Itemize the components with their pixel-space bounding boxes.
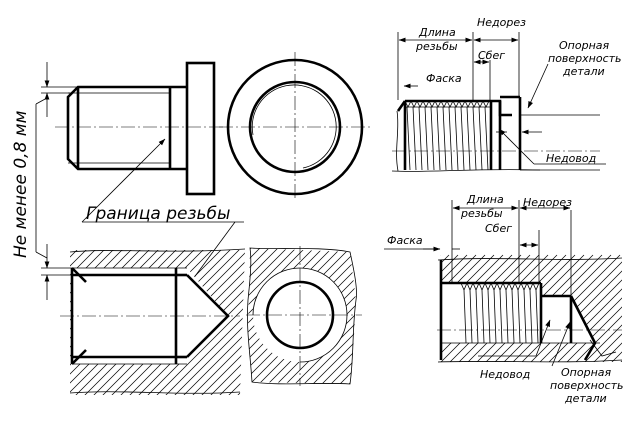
hatch-line (317, 248, 356, 384)
hatch-line (209, 250, 245, 395)
int-bearing-surface-label-line3: детали (564, 392, 607, 405)
hatch-line (572, 254, 622, 362)
hatch-line (248, 248, 310, 384)
hole-end-view (246, 246, 362, 386)
thread-boundary-label: Граница резьбы (86, 204, 230, 224)
hatch-line (440, 254, 468, 362)
hatch-line (70, 250, 71, 395)
external-thread-detail: Длина резьбы Недорез Сбег Фаска Опорная … (391, 16, 622, 172)
hatch-line (440, 254, 477, 362)
int-thread-length-label-line1: Длина (466, 193, 504, 206)
hatch-line (440, 254, 486, 362)
hatch-line (563, 254, 622, 362)
hatch-line (308, 248, 356, 384)
hatch-line (545, 254, 622, 362)
int-runout-label: Сбег (485, 222, 512, 235)
hatch-line (182, 250, 245, 395)
bearing-surface-label-line1: Опорная (559, 39, 609, 52)
hatch-line (281, 248, 356, 384)
min-thickness-dimension: Не менее 0,8 мм (11, 62, 78, 300)
internal-thread-detail: Длина резьбы Недорез Сбег Фаска Недовод … (384, 193, 624, 405)
chamfer-label: Фаска (426, 72, 462, 85)
hatch-line (554, 254, 622, 362)
hatch-line (326, 248, 356, 384)
incomplete-thread-label: Недовод (546, 152, 596, 165)
hatch-line (440, 254, 495, 362)
hole-section-view (60, 248, 246, 395)
hatch-line (599, 254, 622, 362)
hatch-line (155, 250, 245, 395)
bolt-side-view (55, 61, 225, 196)
hatch-line (299, 248, 356, 384)
int-undercut-label: Недорез (523, 196, 572, 209)
int-chamfer-label: Фаска (387, 234, 423, 247)
bolt-end-view (219, 52, 372, 200)
hatch-line (70, 250, 80, 395)
hatch-line (200, 250, 245, 395)
hatch-line (536, 254, 622, 362)
hatch-line (527, 254, 622, 362)
hatch-line (440, 254, 450, 362)
thread-length-label-line1: Длина (418, 26, 456, 39)
bearing-surface-label-line3: детали (562, 65, 605, 78)
thread-length-label-line2: резьбы (415, 40, 458, 53)
min-thickness-label: Не менее 0,8 мм (11, 110, 31, 258)
undercut-label: Недорез (477, 16, 526, 29)
hatch-line (248, 248, 283, 384)
thread-boundary-callout: Граница резьбы (81, 138, 244, 303)
int-bearing-surface-label-line2: поверхность (550, 379, 624, 392)
hatch-line (617, 254, 622, 362)
hatch-line (191, 250, 245, 395)
hatch-line (581, 254, 622, 362)
int-incomplete-thread-label: Недовод (480, 368, 530, 381)
hatch-line (164, 250, 245, 395)
int-thread-length-label-line2: резьбы (460, 207, 503, 220)
hatch-line (248, 248, 301, 384)
bearing-surface-label-line2: поверхность (548, 52, 622, 65)
hatch-line (590, 254, 622, 362)
hatch-line (173, 250, 245, 395)
hatch-line (248, 248, 292, 384)
hatch-line (290, 248, 356, 384)
hatch-line (608, 254, 622, 362)
runout-label: Сбег (478, 49, 505, 62)
int-bearing-surface-label-line1: Опорная (561, 366, 611, 379)
